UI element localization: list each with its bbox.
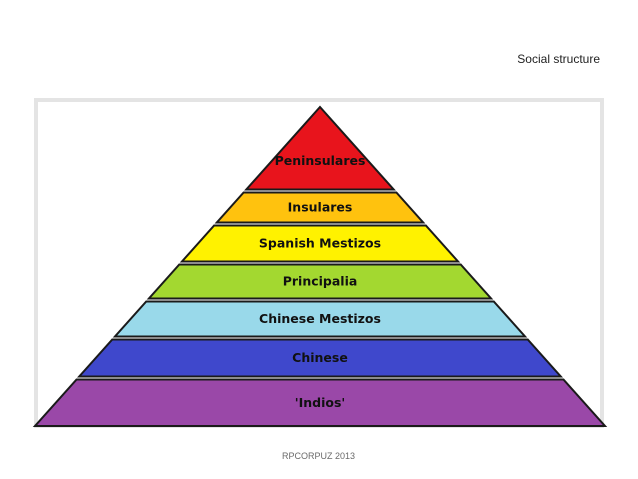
slide-title: Social structure [517,52,600,66]
tier-indios [32,378,608,427]
tier-spanish-mestizos [179,224,461,263]
tier-principalia [146,263,494,300]
tier-label-chinese: Chinese [292,350,348,365]
tier-label-chinese-mestizos: Chinese Mestizos [259,311,381,326]
tier-label-insulares: Insulares [288,200,353,215]
tier-label-indios: 'Indios' [295,395,345,410]
tier-peninsulares [244,105,396,191]
tier-label-principalia: Principalia [283,274,358,289]
tier-insulares [214,191,426,224]
tier-chinese-mestizos [112,300,528,338]
footer-credit: RPCORPUZ 2013 [282,451,356,461]
tier-label-spanish-mestizos: Spanish Mestizos [259,236,381,251]
tier-label-peninsulares: Peninsulares [275,153,366,168]
tier-chinese [76,338,564,378]
